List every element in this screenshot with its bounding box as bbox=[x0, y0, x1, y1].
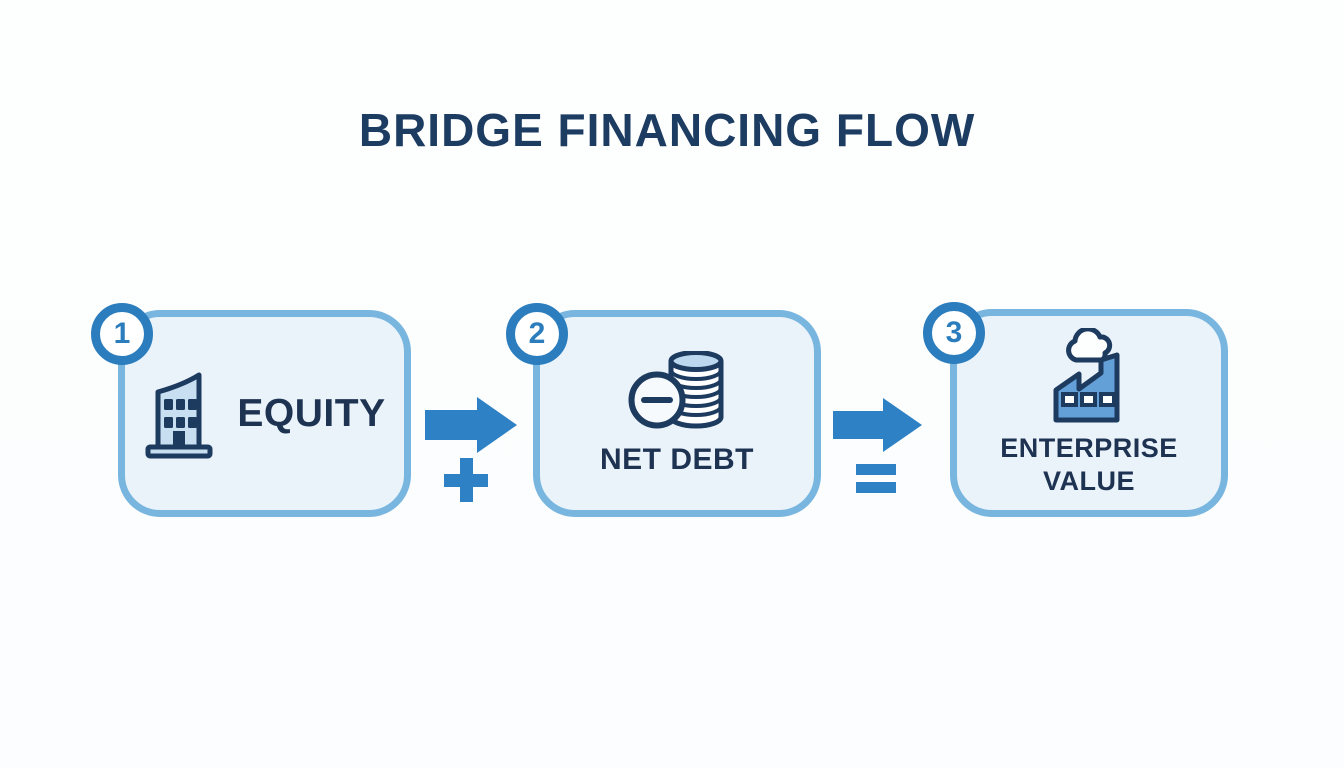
step-enterprise-value-box: 3 ENTERPRISE VALUE bbox=[923, 302, 1228, 517]
arrow-right-icon bbox=[833, 398, 922, 452]
arrow-right-icon bbox=[425, 397, 517, 453]
step-1-number-badge: 1 bbox=[91, 303, 153, 365]
step-2-number-badge: 2 bbox=[506, 303, 568, 365]
plus-operator-icon bbox=[444, 458, 488, 502]
step-number: 2 bbox=[528, 317, 546, 350]
step-number: 1 bbox=[113, 317, 131, 350]
step-number: 3 bbox=[945, 316, 963, 349]
step-3-number-badge: 3 bbox=[923, 302, 985, 364]
step-label-net-debt: NET DEBT bbox=[600, 442, 754, 476]
equals-operator-icon bbox=[856, 464, 896, 493]
step-label-equity: EQUITY bbox=[237, 391, 386, 435]
step-net-debt-box: 2 NET DEBT bbox=[506, 303, 821, 517]
page-title: BRIDGE FINANCING FLOW bbox=[358, 104, 976, 156]
factory-icon bbox=[1053, 328, 1120, 423]
step-equity-box: 1 EQUITY bbox=[91, 303, 411, 517]
step-label-enterprise-value: ENTERPRISE VALUE bbox=[1000, 433, 1178, 496]
coins-minus-icon bbox=[628, 350, 724, 428]
building-icon bbox=[145, 372, 213, 458]
